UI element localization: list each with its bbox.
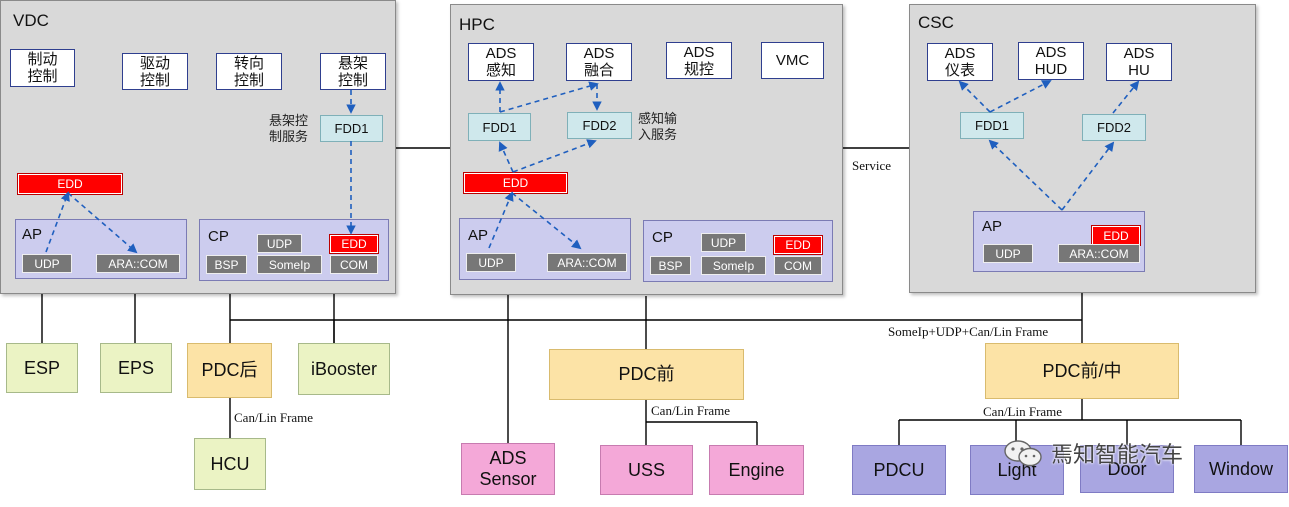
hpc-vmc-label: VMC	[775, 52, 810, 69]
wechat-icon	[1004, 440, 1042, 467]
hpc-edd: EDD	[463, 172, 568, 194]
esp-node: ESP	[6, 343, 78, 393]
pdc-front-node: PDC前	[549, 349, 744, 400]
vdc-ap-ara-com: ARA::COM	[96, 254, 180, 273]
watermark: 焉知智能汽车	[1003, 437, 1183, 469]
hpc-ap-title: AP	[468, 227, 489, 244]
hpc-perception-input-service-note: 感知输 入服务	[638, 111, 678, 142]
hpc-ads-fusion-label: ADS 融合	[583, 45, 615, 79]
hpc-cp-edd: EDD	[773, 235, 823, 255]
ibooster-label: iBooster	[310, 358, 378, 379]
hpc-ads-perception-box: ADS 感知	[468, 43, 534, 81]
hpc-cp-udp: UDP	[701, 233, 746, 252]
pdc-rear-label: PDC后	[201, 360, 258, 380]
vdc-suspension-service-note: 悬架控 制服务	[269, 113, 309, 144]
csc-ads-hu-box: ADS HU	[1106, 43, 1172, 81]
eps-label: EPS	[117, 357, 155, 378]
vdc-ap-block: AP UDP ARA::COM	[15, 219, 187, 279]
engine-label: Engine	[728, 459, 785, 480]
hpc-cp-title: CP	[652, 229, 673, 246]
hpc-ap-block: AP UDP ARA::COM	[459, 218, 631, 280]
hcu-node: HCU	[194, 438, 266, 490]
pdcu-label: PDCU	[873, 459, 925, 480]
pdc-rear-canlin-label: Can/Lin Frame	[234, 410, 314, 425]
hpc-cp-block: CP UDP EDD BSP SomeIp COM	[643, 220, 833, 282]
hpc-ads-planning-label: ADS 规控	[683, 43, 715, 78]
watermark-text: 焉知智能汽车	[1051, 442, 1184, 467]
hpc-ads-fusion-box: ADS 融合	[566, 43, 632, 81]
csc-fdd2: FDD2	[1082, 114, 1146, 141]
vdc-cp-edd: EDD	[329, 234, 379, 254]
pdc-front-mid-label: PDC前/中	[1042, 360, 1122, 381]
pdc-rear-node: PDC后	[187, 343, 272, 398]
uss-node: USS	[600, 445, 693, 495]
vdc-steer-control-label: 转向 控制	[233, 54, 264, 89]
pdcu-node: PDCU	[852, 445, 946, 495]
window-label: Window	[1208, 458, 1274, 479]
vdc-cp-com: COM	[330, 255, 378, 274]
vdc-cp-title: CP	[208, 228, 229, 245]
vdc-cp-bsp: BSP	[206, 255, 247, 274]
csc-ap-ara-com: ARA::COM	[1058, 244, 1140, 263]
vdc-drive-control-box: 驱动 控制	[122, 53, 188, 90]
bus-protocol-label: SomeIp+UDP+Can/Lin Frame	[888, 324, 1049, 339]
vdc-edd: EDD	[17, 173, 123, 195]
hpc-domain: HPC ADS 感知 ADS 融合 ADS 规控 VMC FDD1 FDD2 感…	[450, 4, 843, 295]
hpc-cp-bsp: BSP	[650, 256, 691, 275]
vdc-steer-control-box: 转向 控制	[216, 53, 282, 90]
door-node: Door	[1080, 445, 1174, 493]
csc-ap-udp: UDP	[983, 244, 1033, 263]
service-label: Service	[852, 158, 891, 173]
hpc-ap-ara-com: ARA::COM	[547, 253, 627, 272]
vdc-cp-block: CP UDP EDD BSP SomeIp COM	[199, 219, 389, 281]
pdc-front-label: PDC前	[618, 364, 675, 384]
hpc-title: HPC	[459, 15, 495, 34]
window-node: Window	[1194, 445, 1288, 493]
pdc-front-mid-canlin-label: Can/Lin Frame	[983, 404, 1063, 419]
vdc-domain: VDC 制动 控制 驱动 控制 转向 控制 悬架 控制 悬架控 制服务 FDD1…	[0, 0, 396, 294]
hpc-fdd1: FDD1	[468, 113, 531, 141]
uss-label: USS	[627, 459, 665, 480]
vdc-brake-control-label: 制动 控制	[27, 51, 58, 85]
vdc-ap-title: AP	[22, 226, 43, 243]
vdc-drive-control-label: 驱动 控制	[139, 54, 170, 89]
hpc-ads-planning-box: ADS 规控	[666, 42, 732, 79]
hpc-ads-perception-label: ADS 感知	[485, 45, 517, 79]
engine-node: Engine	[709, 445, 804, 495]
csc-ads-hud-box: ADS HUD	[1018, 42, 1084, 80]
vdc-cp-udp: UDP	[257, 234, 302, 253]
door-label: Door	[1107, 458, 1147, 479]
vdc-title: VDC	[13, 11, 49, 30]
vdc-brake-control-box: 制动 控制	[10, 49, 75, 87]
csc-title: CSC	[918, 13, 954, 32]
csc-fdd1: FDD1	[960, 112, 1024, 139]
csc-ap-block: AP EDD UDP ARA::COM	[973, 211, 1145, 272]
csc-ads-hu-label: ADS HU	[1123, 45, 1155, 79]
esp-label: ESP	[23, 357, 61, 378]
vdc-suspension-control-label: 悬架 控制	[337, 54, 368, 89]
vdc-ap-udp: UDP	[22, 254, 72, 273]
ads-sensor-node: ADS Sensor	[461, 443, 555, 495]
csc-ap-title: AP	[982, 218, 1003, 235]
pdc-front-mid-node: PDC前/中	[985, 343, 1179, 399]
hcu-label: HCU	[210, 453, 250, 474]
pdc-front-canlin-label: Can/Lin Frame	[651, 403, 731, 418]
eps-node: EPS	[100, 343, 172, 393]
csc-ads-cluster-label: ADS 仪表	[944, 45, 976, 79]
hpc-vmc-box: VMC	[761, 42, 824, 79]
hpc-cp-com: COM	[774, 256, 822, 275]
vdc-fdd1: FDD1	[320, 115, 383, 142]
hpc-ap-udp: UDP	[466, 253, 516, 272]
csc-domain: CSC ADS 仪表 ADS HUD ADS HU FDD1 FDD2 AP E…	[909, 4, 1256, 293]
vdc-cp-someip: SomeIp	[257, 255, 322, 274]
hpc-fdd2: FDD2	[567, 112, 632, 139]
hpc-cp-someip: SomeIp	[701, 256, 766, 275]
csc-ap-edd: EDD	[1091, 225, 1141, 246]
vdc-suspension-control-box: 悬架 控制	[320, 53, 386, 90]
ibooster-node: iBooster	[298, 343, 390, 395]
csc-ads-hud-label: ADS HUD	[1034, 44, 1068, 78]
csc-ads-cluster-box: ADS 仪表	[927, 43, 993, 81]
ads-sensor-label: ADS Sensor	[479, 448, 537, 489]
